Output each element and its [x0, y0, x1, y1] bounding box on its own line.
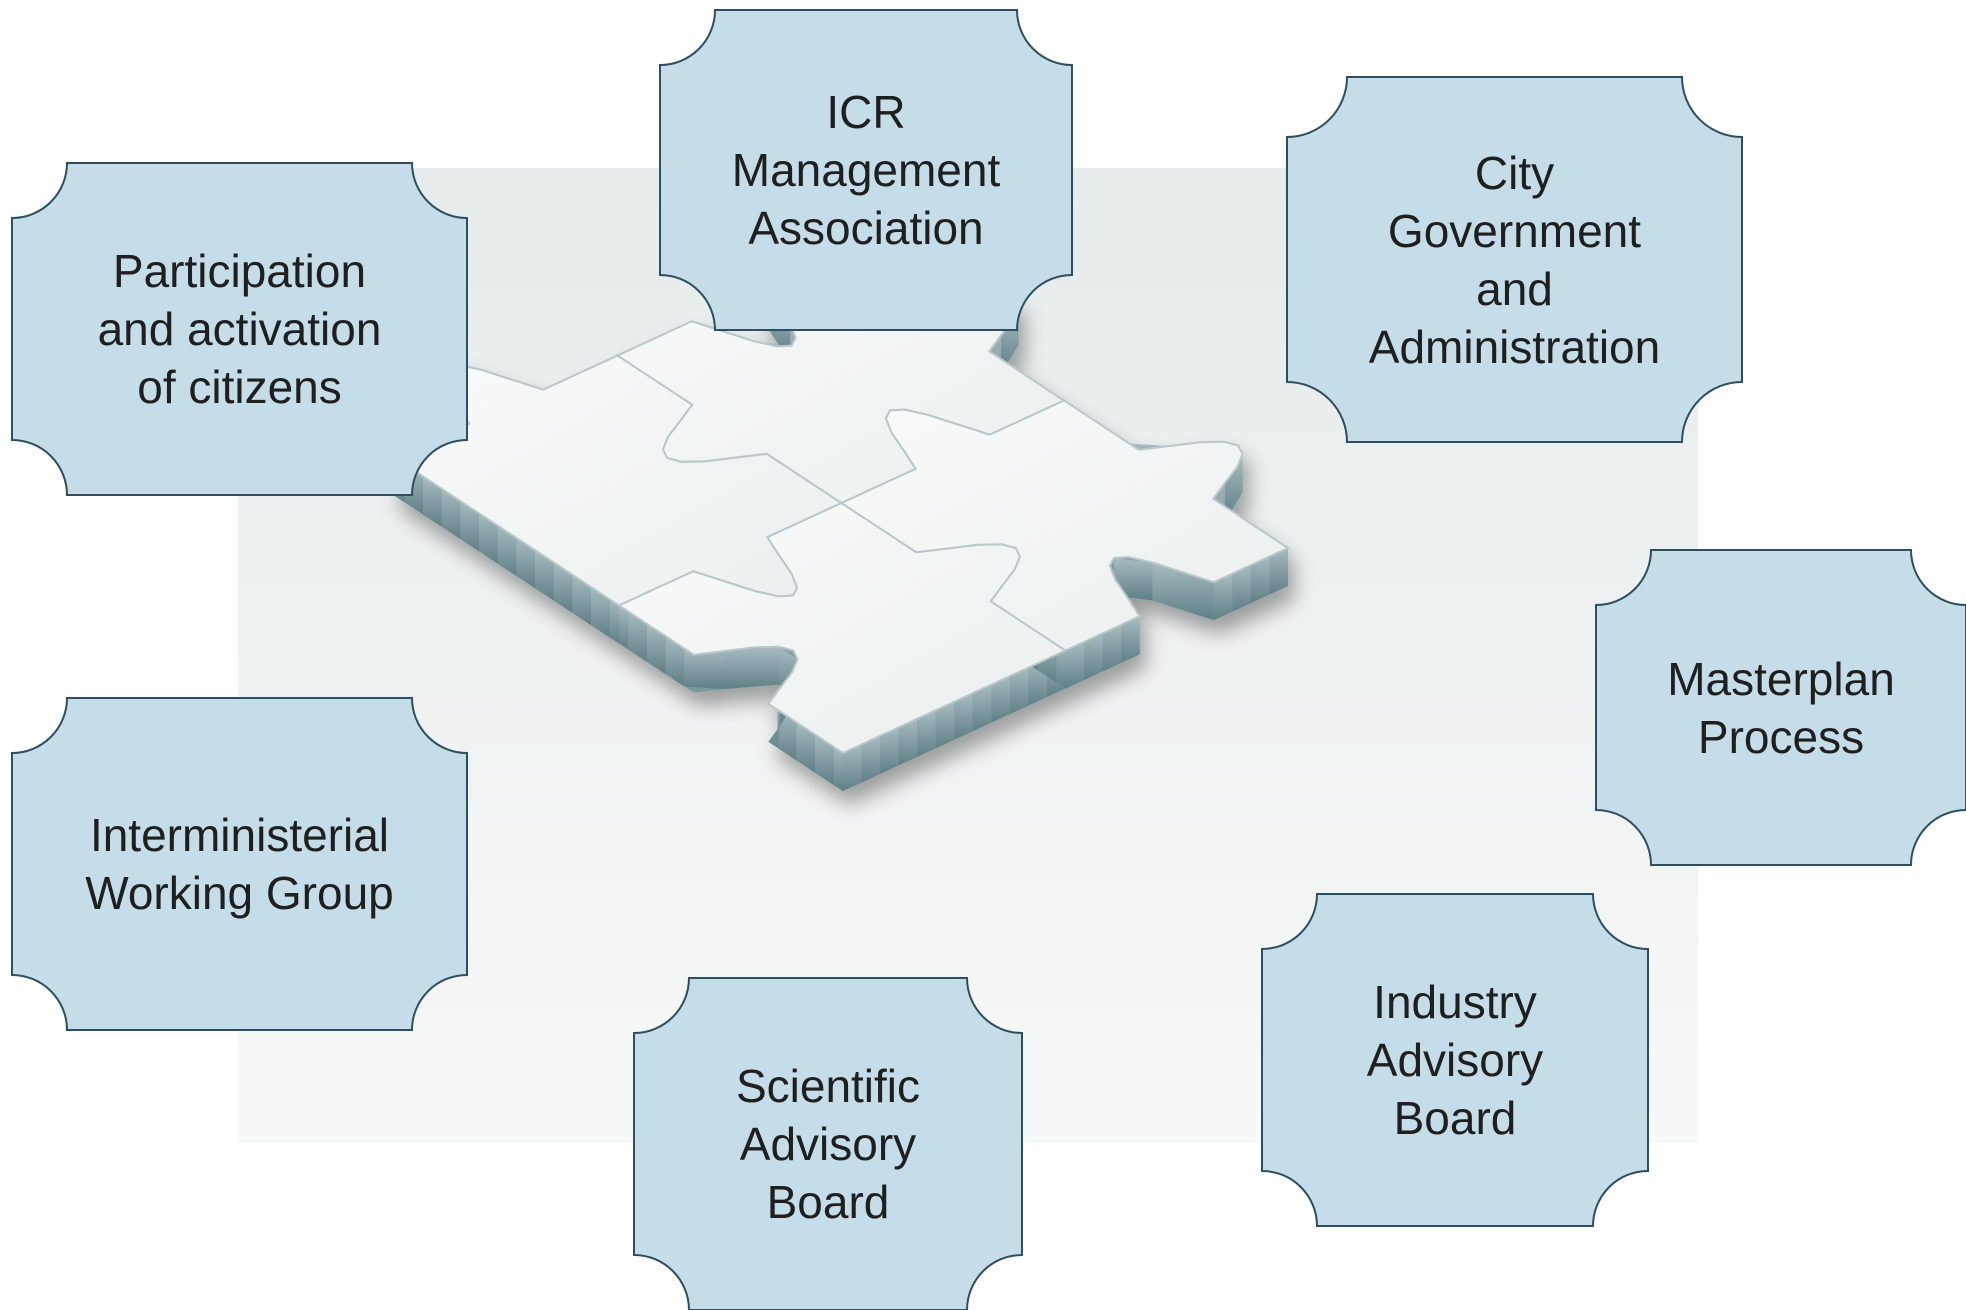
puzzle-piece-right-edge: [1224, 454, 1243, 522]
puzzle-piece-left-edge: [479, 513, 498, 564]
puzzle-piece-right-edge: [1152, 562, 1214, 621]
puzzle-piece-left-edge: [441, 488, 461, 540]
puzzle-piece-right-edge: [1084, 633, 1103, 680]
puzzle-piece-right-edge: [1114, 557, 1153, 601]
puzzle-piece-bottom-edge: [917, 710, 936, 757]
puzzle-piece-left-edge: [609, 599, 619, 644]
participation-box: [11, 162, 468, 496]
puzzle-piece-bottom-edge: [723, 646, 779, 690]
puzzle-piece-right-edge: [1056, 644, 1066, 689]
puzzle-piece-bottom-edge: [972, 684, 992, 732]
puzzle-piece-right-edge: [1232, 565, 1251, 612]
industry-board-box: [1261, 893, 1649, 1227]
icr-management-box: [659, 9, 1073, 331]
puzzle-piece-bottom-edge: [935, 701, 955, 749]
puzzle-piece-left-edge: [553, 562, 573, 613]
puzzle-piece-left-edge: [497, 525, 517, 576]
puzzle-piece-bottom-edge: [880, 727, 899, 774]
puzzle-piece-bottom-edge: [619, 605, 629, 650]
puzzle-piece-bottom-edge: [665, 636, 685, 687]
interministerial-box: [11, 697, 468, 1031]
puzzle-piece-right-edge: [1250, 556, 1270, 604]
puzzle-piece-bottom-edge: [647, 623, 666, 675]
puzzle-piece-bottom-edge: [777, 709, 797, 761]
puzzle-piece-left-edge: [591, 587, 610, 638]
puzzle-piece-left-edge: [516, 537, 535, 589]
puzzle-piece-bottom-edge: [815, 734, 834, 785]
puzzle-piece-left-edge: [460, 501, 479, 552]
puzzle-piece-bottom-edge: [1009, 667, 1029, 715]
puzzle-piece-bottom-edge: [954, 693, 973, 740]
puzzle-piece-right-edge: [1269, 548, 1288, 595]
puzzle-piece-bottom-edge: [833, 746, 843, 791]
puzzle-piece-bottom-edge: [684, 648, 724, 690]
puzzle-piece-bottom-edge: [628, 611, 647, 662]
puzzle-piece-left-edge: [423, 476, 442, 527]
puzzle-piece-bottom-edge: [991, 676, 1010, 723]
scientific-board-box: [633, 977, 1023, 1310]
puzzle-piece-bottom-edge: [898, 718, 918, 766]
puzzle-piece-bottom-edge: [861, 735, 881, 783]
masterplan-box: [1595, 549, 1966, 866]
city-government-box: [1286, 76, 1743, 443]
puzzle-piece-left-edge: [535, 550, 554, 601]
puzzle-piece-bottom-edge: [796, 722, 815, 773]
puzzle-piece-left-edge: [572, 574, 591, 626]
puzzle-piece-right-edge: [1213, 573, 1233, 621]
puzzle-piece-right-edge: [1102, 624, 1122, 672]
puzzle-piece-right-edge: [1065, 641, 1085, 689]
puzzle-piece-bottom-edge: [843, 744, 862, 791]
puzzle-piece-right: [839, 399, 1291, 652]
puzzle-piece-right-edge: [1121, 616, 1140, 663]
